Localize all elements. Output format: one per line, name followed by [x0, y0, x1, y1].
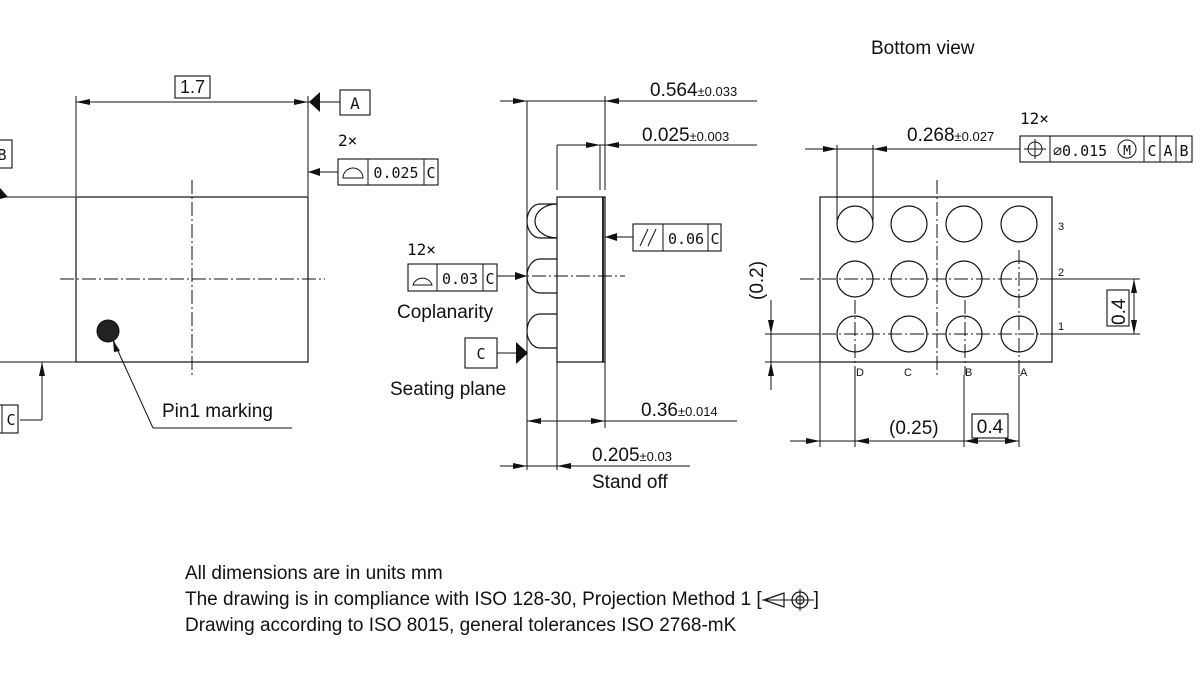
dim-pitch-y-box: [1106, 289, 1130, 327]
datum-c-partial-label: C: [6, 411, 15, 429]
profile-surface-icon: [342, 167, 364, 179]
dim-pitch-x: 0.4: [977, 417, 1004, 438]
standoff-label: Stand off: [592, 472, 668, 493]
ball-d1: [836, 315, 874, 353]
position-count: 12×: [1020, 109, 1049, 128]
col-label-d: D: [856, 367, 864, 379]
side-view: 0.564±0.033 0.025±0.003 0.06 C 12× 0.03 …: [390, 80, 757, 493]
dim-pitch-y: 0.4: [1109, 298, 1130, 325]
col-label-b: B: [965, 367, 972, 379]
coplanarity-count: 12×: [407, 240, 436, 259]
profile-count: 2×: [338, 131, 357, 150]
dim-offset-y: (0.2): [747, 261, 768, 300]
ball-b2: [945, 260, 983, 298]
datum-c-partial-box: [0, 404, 19, 434]
width-dim-text: 1.7: [180, 77, 205, 97]
parallel-value: 0.06: [668, 230, 704, 248]
bottom-view: Bottom view 3 2 1 D C B A: [747, 38, 1193, 447]
mmc-icon: [1117, 139, 1137, 159]
position-fcf: [1019, 135, 1193, 163]
datum-c-label: C: [476, 345, 485, 363]
side-ball-3: [526, 313, 557, 349]
position-modifier: M: [1123, 144, 1131, 159]
dim-ball-dia: 0.268±0.027: [907, 125, 994, 146]
ball-c1: [890, 315, 928, 353]
ball-d2: [836, 260, 874, 298]
parallel-icon: [639, 228, 649, 247]
ball-c3: [890, 205, 928, 243]
profile-value: 0.025: [373, 164, 418, 182]
bottom-view-title: Bottom view: [871, 38, 975, 59]
ball-b3: [945, 205, 983, 243]
note-projection-close: ]: [813, 589, 819, 610]
ball-a2: [1000, 260, 1038, 298]
ball-c2: [890, 260, 928, 298]
datum-a-label: A: [350, 94, 360, 113]
coplanarity-value: 0.03: [442, 270, 478, 288]
note-projection-text: The drawing is in compliance with ISO 12…: [185, 589, 762, 610]
datum-a-box: [339, 89, 371, 116]
parallel-datum: C: [710, 230, 719, 248]
note-units: All dimensions are in units mm: [185, 563, 443, 584]
dim-top: 0.025±0.003: [642, 125, 729, 146]
parallel-fcf: [632, 223, 722, 252]
ball-a3: [1000, 205, 1038, 243]
dim-body: 0.36±0.014: [641, 400, 718, 421]
top-view: 1.7 A 2× 0.025 C B C Pin1 marking: [0, 75, 439, 434]
pin1-label: Pin1 marking: [162, 401, 273, 422]
position-datum-3: B: [1179, 142, 1188, 160]
position-value: ⌀0.015: [1053, 142, 1107, 160]
side-body: [556, 196, 606, 363]
ball-a1: [1000, 315, 1038, 353]
datum-b-box: [0, 139, 13, 169]
dim-offset-x: (0.25): [889, 418, 939, 439]
coplanarity-fcf: [407, 263, 498, 292]
coplanarity-icon: [412, 277, 433, 286]
notes: All dimensions are in units mm The drawi…: [185, 561, 819, 639]
dim-standoff: 0.205±0.03: [592, 445, 672, 466]
coplanarity-label: Coplanarity: [397, 302, 494, 323]
side-ball-1: [534, 203, 558, 239]
ball-grid: [836, 205, 1038, 353]
col-label-c: C: [904, 367, 912, 379]
position-datum-2: A: [1163, 142, 1172, 160]
seating-label: Seating plane: [390, 379, 506, 400]
coplanarity-datum: C: [485, 270, 494, 288]
width-dim-box: [174, 75, 211, 99]
row-label-1: 1: [1058, 321, 1064, 333]
row-label-2: 2: [1058, 267, 1064, 279]
pin1-dot: [96, 319, 120, 343]
note-projection: The drawing is in compliance with ISO 12…: [185, 587, 819, 613]
pin1-leader: [112, 339, 154, 429]
dim-height: 0.564±0.033: [650, 80, 737, 101]
dim-pitch-x-box: [971, 413, 1009, 439]
ball-b1: [945, 315, 983, 353]
projection-method-icon: [761, 588, 814, 611]
col-label-a: A: [1020, 367, 1028, 379]
profile-fcf: [337, 158, 439, 186]
profile-datum: C: [426, 164, 435, 182]
position-datum-1: C: [1147, 142, 1156, 160]
row-label-3: 3: [1058, 221, 1064, 233]
note-iso: Drawing according to ISO 8015, general t…: [185, 615, 737, 636]
datum-c-box: [464, 337, 498, 369]
datum-b-label: B: [0, 146, 7, 164]
ball-d3: [836, 205, 874, 243]
